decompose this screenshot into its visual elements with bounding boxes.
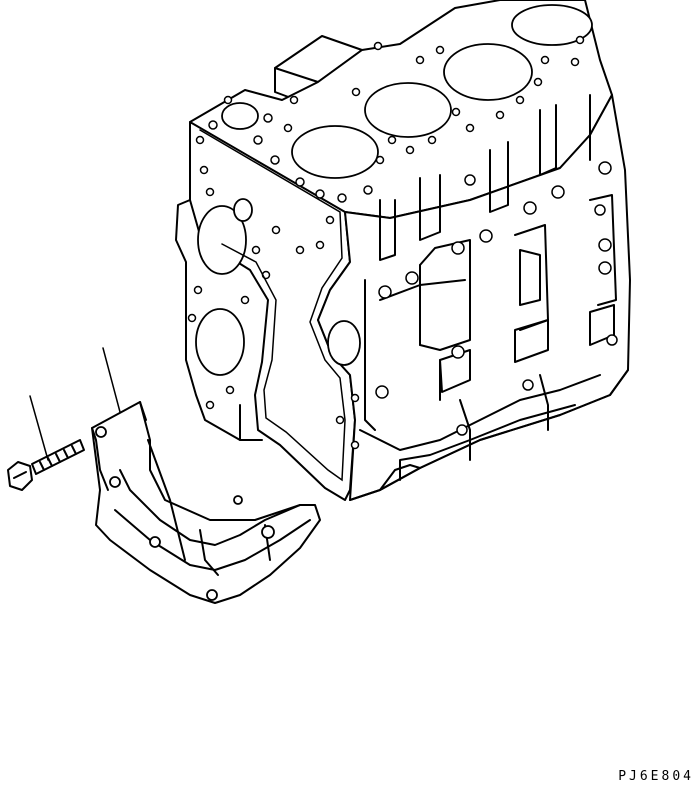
flange-bolt (7, 439, 85, 491)
drawing-reference-code: PJ6E804 (618, 769, 694, 784)
bolt-leader-line (29, 395, 49, 461)
bracket-leader-line (102, 347, 121, 413)
mounting-bracket (91, 401, 321, 604)
engine-block (175, 0, 631, 501)
